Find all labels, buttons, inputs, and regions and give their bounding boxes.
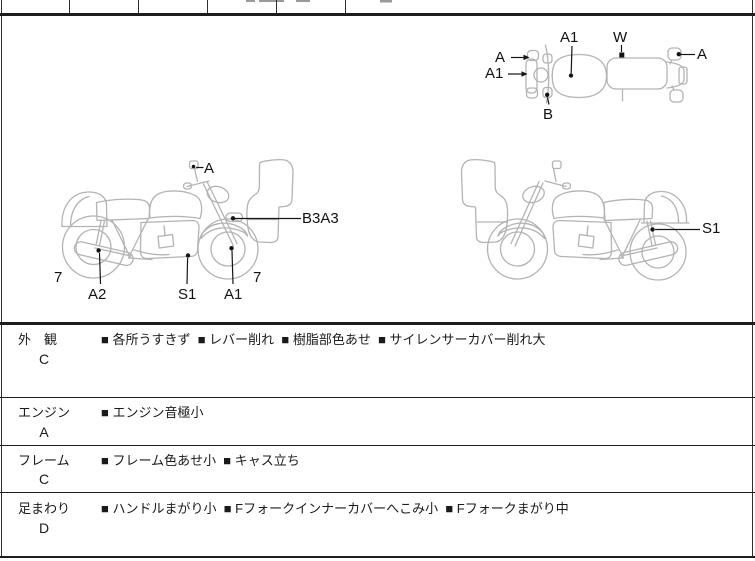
damage-label-s1-shock: S1: [702, 220, 721, 237]
header-cell-divider: [345, 0, 346, 13]
damage-label-7-rear: 7: [54, 269, 63, 286]
findings-text: ■ ハンドルまがり小 ■ Fフォークインナーカバーへこみ小 ■ Fフォークまがり…: [101, 501, 569, 516]
damage-label-a1-tank: A1: [560, 29, 579, 46]
header-cell-divider: [207, 0, 208, 13]
category-label: エンジン: [18, 405, 71, 420]
inspection-row-undercarriage: 足まわり D ■ ハンドルまがり小 ■ Fフォークインナーカバーへこみ小 ■ F…: [0, 493, 755, 555]
header-cell-divider: [138, 0, 139, 13]
sheet-bottom-border: [0, 555, 755, 558]
grade-value: C: [38, 351, 50, 367]
damage-label-a2-muffler: A2: [88, 286, 107, 303]
row-divider: [0, 396, 755, 398]
findings-text: ■ フレーム色あせ小 ■ キャス立ち: [101, 453, 300, 468]
inspection-row-engine: エンジン A ■ エンジン音極小: [0, 398, 755, 444]
motorcycle-left-side-view: [61, 159, 294, 280]
pointer-lines: [98, 45, 700, 285]
category-label: 外 観: [18, 332, 58, 347]
damage-label-a-left-mirror: A: [495, 49, 506, 66]
pointer-markers: [96, 52, 681, 258]
damage-label-a-mirror: A: [204, 160, 215, 177]
damage-label-7-front: 7: [253, 269, 262, 286]
outer-border-right: [751, 0, 753, 558]
inspection-row-frame: フレーム C ■ フレーム色あせ小 ■ キャス立ち: [0, 446, 755, 491]
row-divider: [0, 444, 755, 446]
inspection-row-exterior: 外 観 C ■ 各所うすきず ■ レバー削れ ■ 樹脂部色あせ ■ サイレンサー…: [0, 324, 755, 396]
findings-text: ■ エンジン音極小: [101, 405, 204, 420]
findings-text: ■ 各所うすきず ■ レバー削れ ■ 樹脂部色あせ ■ サイレンサーカバー削れ大: [101, 332, 546, 347]
header-cell-divider: [69, 0, 70, 13]
damage-label-s1-engine: S1: [178, 286, 197, 303]
header-cell-divider: [275, 0, 277, 13]
grade-value: A: [39, 424, 49, 440]
damage-label-b3a3-fender: B3A3: [302, 210, 339, 227]
category-label: フレーム: [18, 453, 70, 468]
category-label: 足まわり: [18, 501, 71, 516]
damage-label-a-right-rear: A: [697, 46, 708, 63]
motorcycle-top-view: [525, 44, 688, 104]
diagram-bottom-border: [0, 322, 755, 325]
damage-label-b-grip: B: [543, 106, 554, 123]
outer-border-left: [1, 0, 3, 558]
damage-label-a1-fork: A1: [224, 286, 243, 303]
grade-value: C: [38, 471, 50, 487]
cutoff-text-remnants: [246, 0, 392, 3]
row-divider: [0, 491, 755, 493]
motorcycle-right-side-view: [460, 159, 690, 281]
grade-value: D: [38, 520, 50, 536]
damage-label-w-seat: W: [613, 29, 628, 46]
damage-label-a1-front: A1: [485, 65, 504, 82]
header-bottom-border: [0, 13, 755, 16]
